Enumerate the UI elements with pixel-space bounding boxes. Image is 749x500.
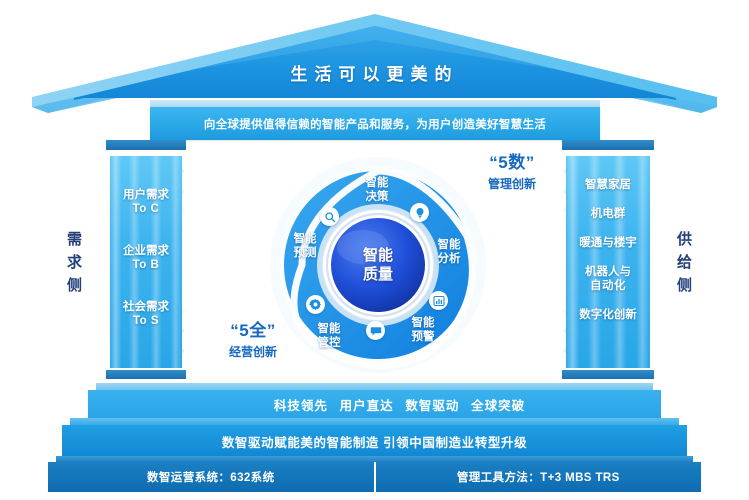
- left-column-base: [106, 370, 186, 379]
- petal-1-line2: 分析: [437, 252, 461, 265]
- right-column-base: [562, 370, 654, 379]
- intelligent-quality-hub: 智能 质量 智能 决策 智能 分析 智能 预警 智能 管控 智能 预测: [268, 155, 488, 375]
- step1-item-0: 科技领先: [273, 398, 328, 413]
- petal-label-analysis: 智能 分析: [418, 239, 480, 266]
- roof: 生活可以更美的: [0, 0, 749, 113]
- callout-5-quan-subtitle: 经营创新: [228, 345, 277, 359]
- roof-shape: [32, 14, 717, 113]
- side-label-char: 供: [676, 231, 693, 248]
- step2-strategy: 数智驱动赋能美的智能制造 引领中国制造业转型升级: [62, 425, 687, 457]
- step3-item-0: 数智运营系统：632系统: [147, 472, 275, 484]
- side-label-char: 给: [676, 254, 693, 271]
- supply-side-label: 供给侧: [672, 228, 698, 297]
- right-column-cap: [562, 140, 654, 150]
- side-label-char: 侧: [66, 277, 83, 294]
- mission-banner-top-edge: [150, 100, 600, 108]
- step3-top-edge: [56, 456, 693, 463]
- callout-5-shu: “5数” 管理创新: [452, 148, 572, 192]
- petal-label-early-warning: 智能 预警: [392, 317, 454, 344]
- petal-0-line2: 决策: [365, 190, 389, 203]
- callout-5-shu-subtitle: 管理创新: [487, 177, 536, 191]
- petal-3-line2: 管控: [317, 336, 341, 349]
- roof-title: 生活可以更美的: [290, 65, 459, 84]
- alert-chat-icon: [366, 321, 385, 340]
- step1-item-1: 用户直达: [339, 398, 394, 413]
- step3-item-1: 管理工具方法：T+3 MBS TRS: [456, 472, 620, 484]
- callout-5-quan: “5全” 经营创新: [198, 316, 308, 360]
- step1-top-edge: [96, 383, 653, 391]
- step3-divider: [373, 462, 376, 492]
- step3-foundation: 数智运营系统：632系统 管理工具方法：T+3 MBS TRS: [48, 462, 701, 492]
- side-label-char: 侧: [676, 277, 693, 294]
- petal-2-line1: 智能: [411, 317, 435, 329]
- lightbulb-icon: [410, 203, 429, 222]
- hub-center-line1: 智能: [362, 247, 393, 264]
- callout-5-shu-title: “5数”: [489, 153, 535, 172]
- side-label-char: 求: [66, 254, 83, 271]
- petal-2-line2: 预警: [411, 330, 435, 343]
- demand-side-label: 需求侧: [62, 228, 88, 297]
- mission-banner: 向全球提供值得信赖的智能产品和服务，为用户创造美好智慧生活: [150, 107, 600, 140]
- left-column-cap: [106, 140, 186, 150]
- petal-3-line1: 智能: [317, 323, 341, 335]
- gear-icon: [306, 295, 325, 314]
- step1-item-2: 数智驱动: [405, 398, 460, 413]
- hub-center-line2: 质量: [362, 266, 393, 283]
- step2-text: 数智驱动赋能美的智能制造 引领中国制造业转型升级: [221, 435, 528, 450]
- step1-capabilities: 科技领先 用户直达 数智驱动 全球突破: [88, 390, 661, 418]
- hub-center-label: 智能 质量: [268, 155, 488, 375]
- petal-4-line2: 预测: [293, 246, 317, 259]
- bar-chart-icon: [429, 291, 448, 310]
- callout-5-quan-title: “5全”: [230, 321, 276, 340]
- petal-label-prediction: 智能 预测: [274, 233, 336, 260]
- petal-1-line1: 智能: [437, 239, 461, 251]
- step2-top-edge: [70, 418, 679, 426]
- petal-0-line1: 智能: [365, 177, 389, 189]
- mission-text: 向全球提供值得信赖的智能产品和服务，为用户创造美好智慧生活: [203, 118, 547, 131]
- petal-label-control: 智能 管控: [298, 323, 360, 350]
- search-icon: [320, 207, 339, 226]
- petal-4-line1: 智能: [293, 233, 317, 245]
- petal-label-decision: 智能 决策: [346, 177, 408, 204]
- step1-item-3: 全球突破: [471, 398, 526, 413]
- side-label-char: 需: [66, 231, 83, 248]
